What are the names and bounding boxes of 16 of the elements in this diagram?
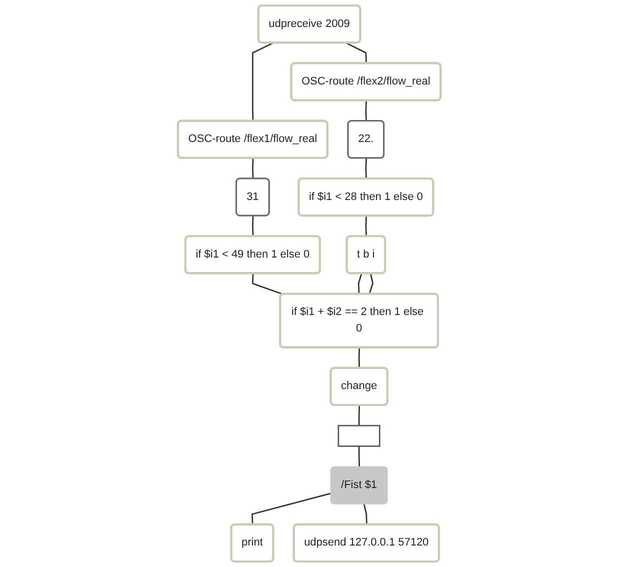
connector <box>358 273 362 294</box>
connector <box>346 42 368 64</box>
connector <box>364 504 368 525</box>
connector <box>252 274 284 295</box>
connector <box>358 405 360 426</box>
connector <box>252 42 274 122</box>
connector <box>252 492 332 525</box>
connector <box>358 348 360 368</box>
connector <box>365 216 368 236</box>
connector <box>252 216 254 236</box>
connector <box>365 158 368 179</box>
connector <box>252 158 254 179</box>
connector <box>365 100 368 122</box>
node-box <box>338 424 381 447</box>
connector <box>368 273 374 294</box>
connector <box>358 446 360 468</box>
